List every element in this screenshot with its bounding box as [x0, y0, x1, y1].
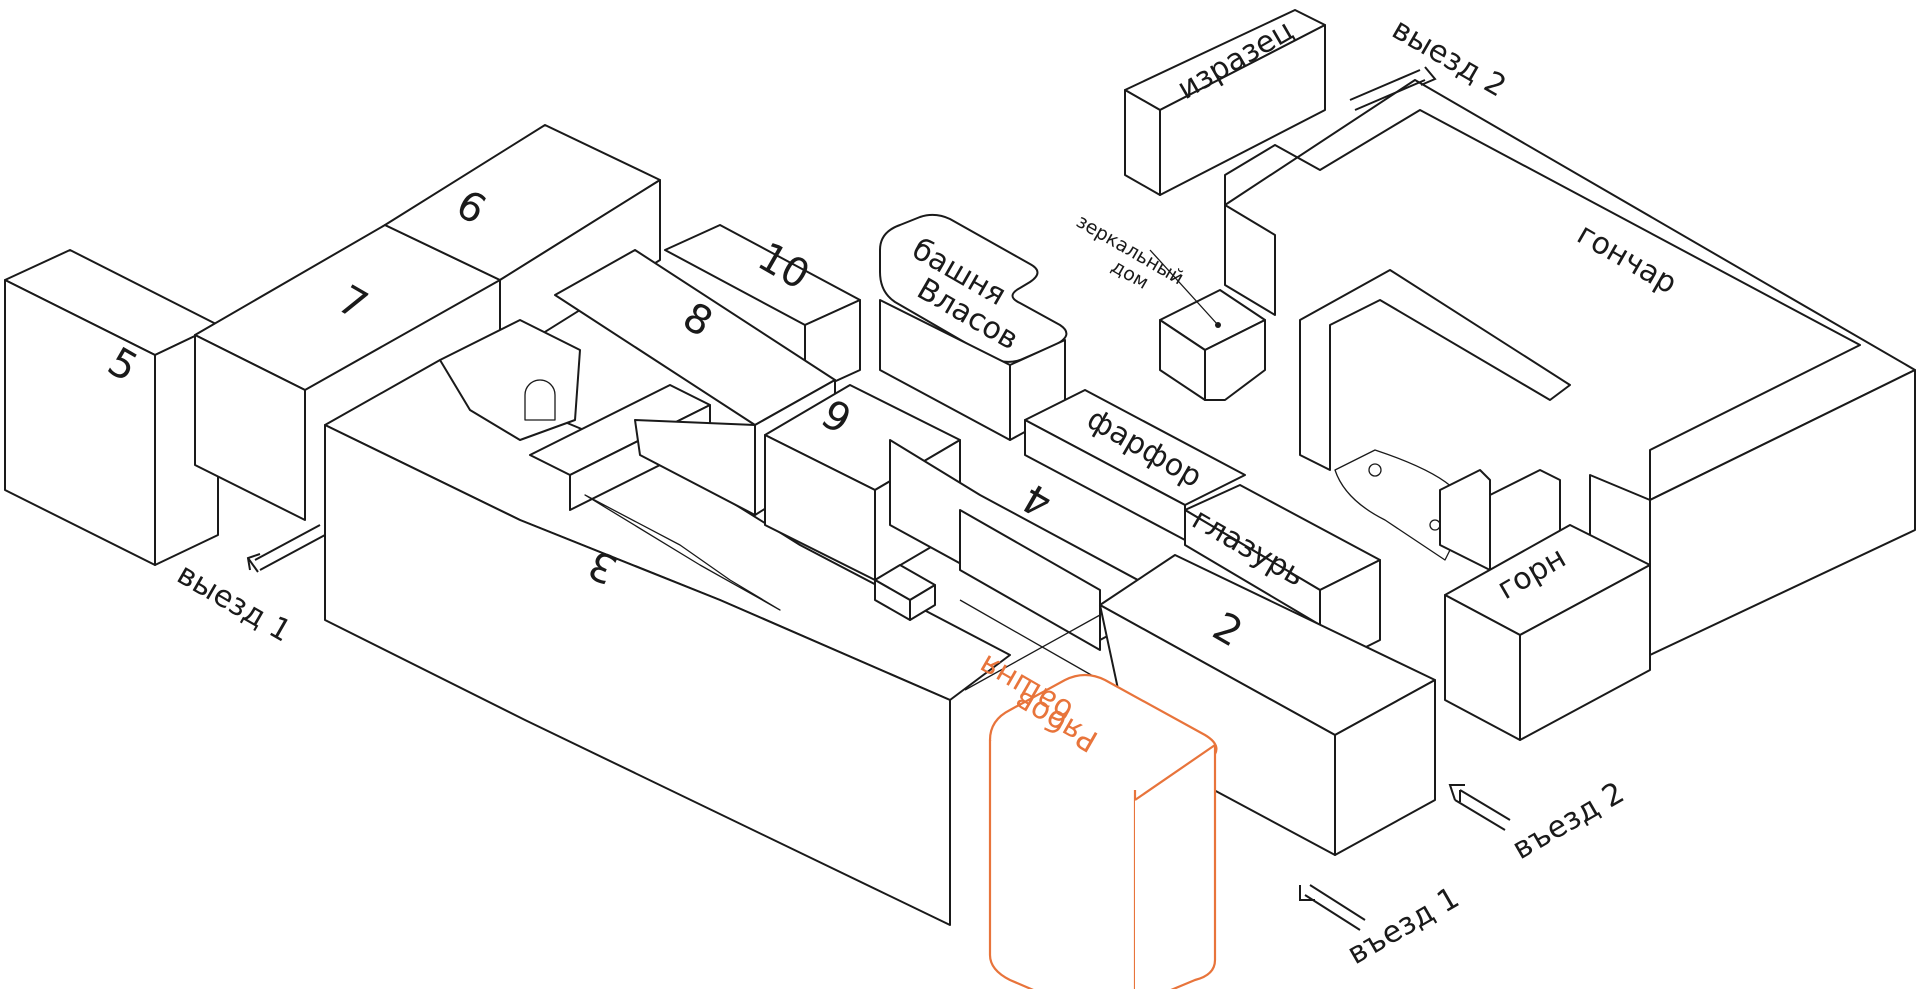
building-izrazets[interactable]: изразец: [1124, 9, 1326, 196]
entry-1-arrow: [1299, 884, 1366, 931]
building-4-label: 4: [1015, 474, 1060, 527]
tower-vlasov[interactable]: башня Власов: [879, 213, 1068, 441]
entry-2-label: въезд 2: [1507, 775, 1631, 867]
exit-1-label: выезд 1: [171, 557, 297, 650]
building-2[interactable]: 2: [1099, 554, 1436, 856]
entry-2-arrow: [1448, 784, 1511, 831]
building-7[interactable]: 7: [194, 224, 501, 521]
small-cube: [874, 564, 936, 621]
building-5[interactable]: 5: [4, 249, 219, 566]
exit-1-arrow: [246, 524, 326, 573]
building-gorn[interactable]: горн: [1444, 524, 1651, 741]
exit-2-arrow: [1349, 66, 1437, 111]
tower-ryabov[interactable]: башня Рябов: [973, 647, 1218, 989]
entry-1-label: въезд 1: [1342, 880, 1466, 972]
building-farfor[interactable]: фарфор: [1024, 389, 1246, 541]
